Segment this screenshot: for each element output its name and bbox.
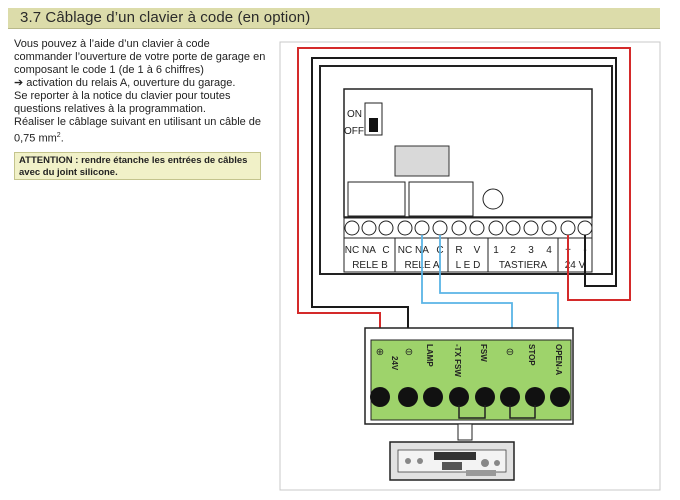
terminal-label: R — [455, 245, 462, 256]
intro-line: questions relatives à la programmation. — [14, 103, 206, 115]
plus-symbol: ⊕ — [376, 347, 384, 358]
module-slot — [434, 452, 476, 460]
controller-label: -TX FSW — [453, 344, 462, 377]
terminal-screw — [344, 220, 360, 236]
controller-screw — [398, 387, 418, 407]
cable-value: 0,75 mm — [14, 132, 57, 145]
intro-text: Vous pouvez à l’aide d’un clavier à code… — [14, 38, 269, 146]
terminal-screw — [361, 220, 377, 236]
module-board — [397, 449, 507, 473]
terminal-label: NC — [345, 245, 359, 256]
controller-screw — [423, 387, 443, 407]
relay-b-block — [347, 181, 406, 217]
intro-line: composant le code 1 (de 1 à 6 chiffres) — [14, 64, 204, 76]
module-component — [481, 459, 489, 467]
intro-line: ➔ activation du relais A, ouverture du g… — [14, 77, 236, 89]
terminal-label: 3 — [528, 245, 534, 256]
component-chip — [394, 145, 450, 177]
switch-off-label: OFF — [344, 126, 364, 137]
controller-label: OPEN-A — [554, 344, 563, 375]
intro-line: Réaliser le câblage suivant en utilisant… — [14, 116, 262, 128]
blue-wire-na-common — [421, 235, 513, 350]
minus-symbol-stop: ⊖ — [506, 347, 514, 358]
terminal-screw — [451, 220, 467, 236]
terminal-screw — [469, 220, 485, 236]
controller-label: STOP — [527, 344, 536, 366]
intro-line-cable: 0,75 mm2. — [14, 129, 269, 146]
black-wire-negative — [311, 57, 617, 350]
terminal-screw — [577, 220, 593, 236]
module-component — [405, 458, 411, 464]
ribbon-connector — [457, 423, 473, 441]
intro-line: Vous pouvez à l’aide d’un clavier à code — [14, 38, 210, 50]
terminal-screw — [505, 220, 521, 236]
controller-screw — [449, 387, 469, 407]
terminal-label: 1 — [493, 245, 499, 256]
group-label-power: 24 V — [565, 260, 586, 271]
minus-symbol: ⊖ — [405, 347, 413, 358]
module-component — [417, 458, 423, 464]
terminal-label: C — [382, 245, 389, 256]
module-chip — [442, 462, 462, 470]
terminal-label: 4 — [546, 245, 552, 256]
terminal-screw — [378, 220, 394, 236]
terminal-label-panel — [343, 237, 593, 273]
terminal-screws — [344, 220, 593, 236]
attention-box: ATTENTION : rendre étanche les entrées d… — [14, 152, 261, 180]
attention-line-1: ATTENTION : rendre étanche les entrées d… — [19, 155, 248, 166]
controller-screw — [475, 387, 495, 407]
controller-screw — [525, 387, 545, 407]
switch-on-label: ON — [347, 109, 362, 120]
red-wire-24v — [297, 47, 631, 350]
controller-screws — [370, 387, 570, 407]
cable-end: . — [60, 132, 64, 145]
group-label-led: L E D — [456, 260, 481, 271]
terminal-screw — [523, 220, 539, 236]
controller-label: FSW — [479, 344, 488, 362]
terminal-screw — [560, 220, 576, 236]
controller-terminal-block — [370, 339, 572, 421]
controller-screw — [500, 387, 520, 407]
module-component — [494, 460, 500, 466]
cable-exponent: 2 — [56, 132, 61, 139]
attention-line-2: avec du joint silicone. — [19, 167, 118, 178]
switch-lever — [369, 118, 378, 132]
section-header: 3.7 Câblage d’un clavier à code (en opti… — [8, 8, 660, 29]
buzzer — [482, 188, 504, 210]
intro-line: commander l’ouverture de votre porte de … — [14, 51, 266, 63]
module-header — [466, 470, 496, 476]
terminal-label: V — [474, 245, 481, 256]
controller-screw — [370, 387, 390, 407]
jumper-stop — [509, 405, 536, 419]
terminal-screw — [488, 220, 504, 236]
controller-label: LAMP — [425, 344, 434, 367]
controller-label: 24V — [390, 356, 399, 371]
terminal-screw — [432, 220, 448, 236]
group-label-tastiera: TASTIERA — [499, 260, 547, 271]
controller-labels: 24V LAMP -TX FSW FSW STOP OPEN-A — [390, 344, 563, 377]
terminal-screw — [541, 220, 557, 236]
intro-line: Se reporter à la notice du clavier pour … — [14, 90, 231, 102]
terminal-label: NA — [362, 245, 376, 256]
diagram-frame — [279, 41, 661, 491]
terminal-screw — [397, 220, 413, 236]
relay-a-block — [408, 181, 474, 217]
terminal-screw — [414, 220, 430, 236]
terminal-label: NC — [398, 245, 412, 256]
controller-screw — [550, 387, 570, 407]
section-title: 3.7 Câblage d’un clavier à code (en opti… — [20, 9, 311, 26]
jumper-fsw — [458, 405, 486, 419]
group-label-rele-b: RELE B — [352, 260, 388, 271]
terminal-label: 2 — [510, 245, 516, 256]
